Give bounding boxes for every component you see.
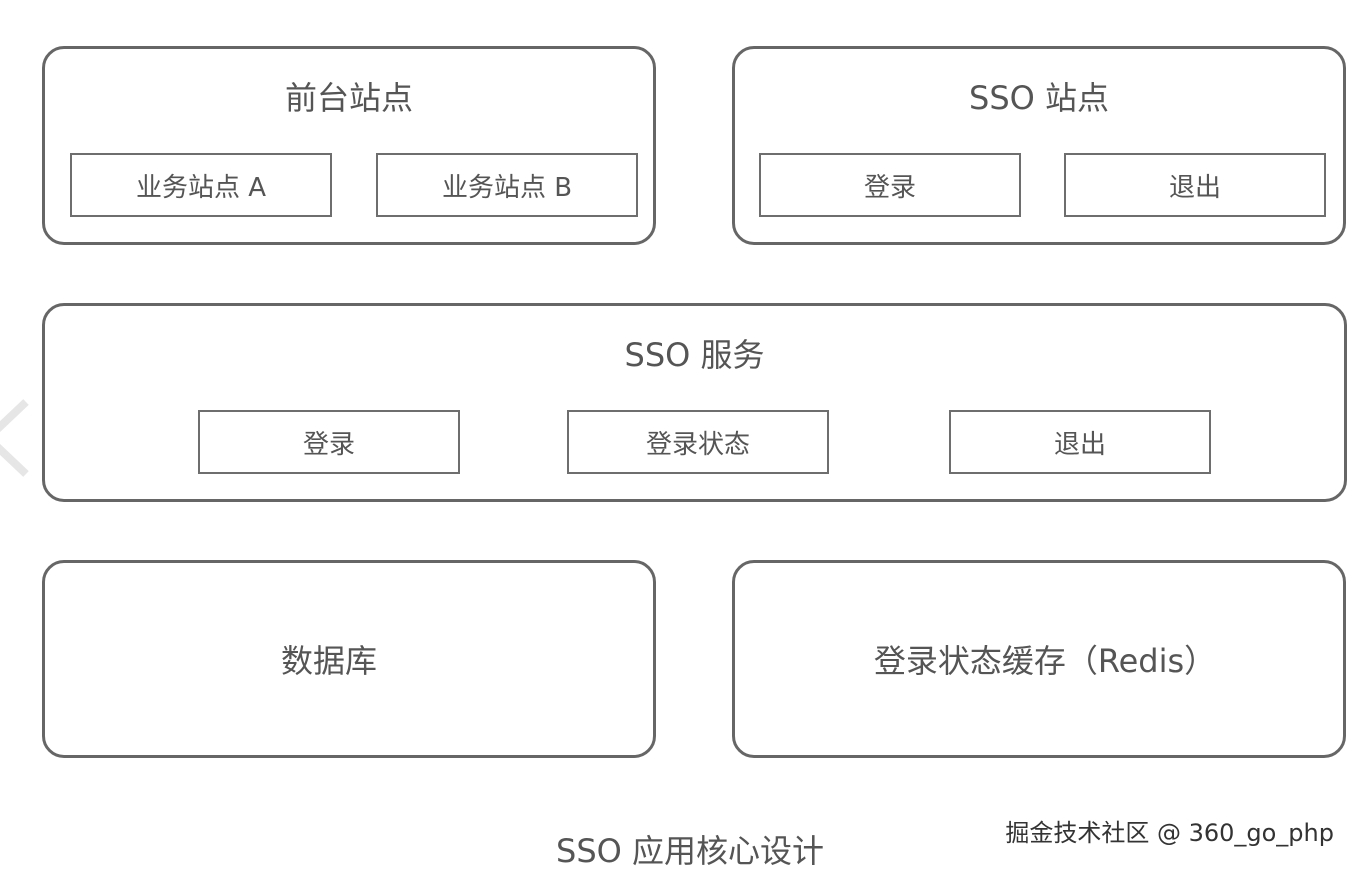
- business-site-b-box: 业务站点 B: [376, 153, 638, 217]
- frontend-sites-group: 前台站点 业务站点 A 业务站点 B: [42, 46, 656, 245]
- sso-service-logout-box: 退出: [949, 410, 1211, 474]
- sso-site-logout-box: 退出: [1064, 153, 1326, 217]
- business-site-a-box: 业务站点 A: [70, 153, 332, 217]
- database-label: 数据库: [280, 642, 377, 680]
- sso-site-title: SSO 站点: [969, 79, 1109, 117]
- frontend-sites-title: 前台站点: [284, 79, 413, 117]
- diagram-caption: SSO 应用核心设计: [556, 832, 824, 870]
- login-state-cache-group: 登录状态缓存（Redis）: [732, 560, 1346, 758]
- sso-site-group: SSO 站点 登录 退出: [732, 46, 1346, 245]
- sso-site-login-box: 登录: [759, 153, 1021, 217]
- chevron-left-icon[interactable]: [0, 398, 30, 478]
- database-group: 数据库: [42, 560, 656, 758]
- watermark-text: 掘金技术社区 @ 360_go_php: [1005, 819, 1334, 847]
- sso-service-login-box: 登录: [198, 410, 460, 474]
- sso-service-title: SSO 服务: [624, 336, 765, 374]
- sso-service-group: SSO 服务 登录 登录状态 退出: [42, 303, 1347, 502]
- login-state-cache-label: 登录状态缓存（Redis）: [873, 642, 1217, 680]
- sso-service-login-state-box: 登录状态: [567, 410, 829, 474]
